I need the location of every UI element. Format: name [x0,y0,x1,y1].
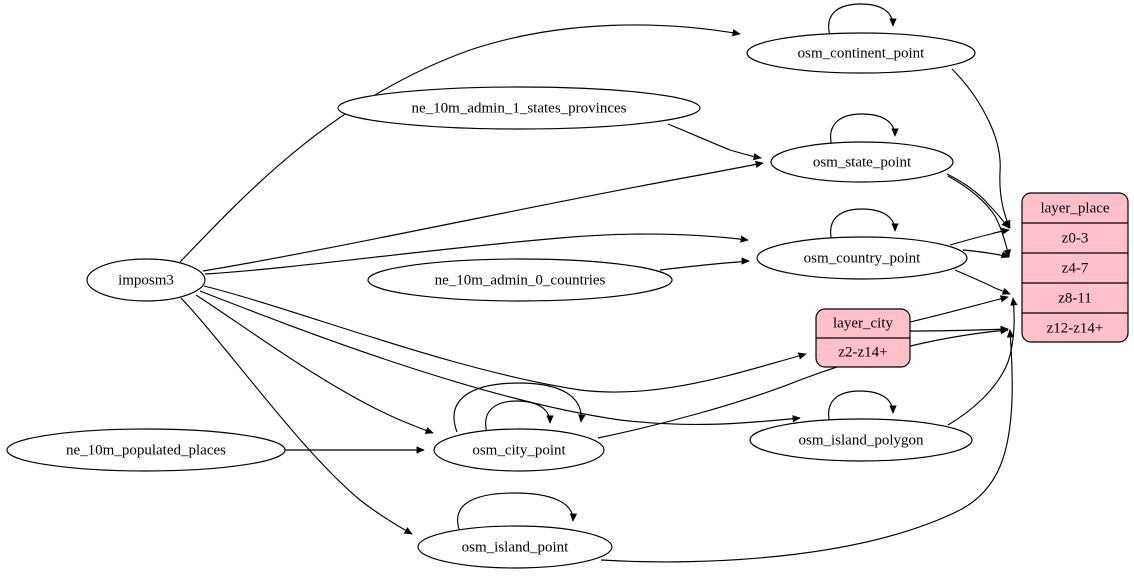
edge-osm-continent-point-to-layer-place-z0-3 [951,68,1011,229]
node-label-imposm3: imposm3 [118,272,174,288]
node-label-osm-country-point: osm_country_point [804,250,921,266]
edge-osm-island-point-to-layer-place-z12-z14 [600,329,1015,563]
edge-osm-city-point-self-loop-outer [453,382,586,433]
record-node-layer-place[interactable]: layer_place z0-3 z4-7 z8-11 z12-z14+ [1021,192,1129,343]
edge-osm-country-point-to-layer-place-z8-11 [954,269,1011,295]
node-osm-continent-point[interactable]: osm_continent_point [746,32,976,74]
record-node-layer-city[interactable]: layer_city z2-z14+ [815,308,911,368]
records-layer: layer_place z0-3 z4-7 z8-11 z12-z14+ lay… [815,192,1129,368]
edge-osm-island-point-self-loop [457,492,578,533]
node-label-ne-countries: ne_10m_admin_0_countries [435,272,606,288]
edge-osm-island-polygon-to-layer-place-z8-11 [947,297,1018,426]
edge-osm-country-point-self-loop [830,208,899,243]
node-osm-island-point[interactable]: osm_island_point [417,525,613,569]
node-ne-10m-admin-0-countries[interactable]: ne_10m_admin_0_countries [367,258,673,302]
node-label-ne-places: ne_10m_populated_places [66,442,226,458]
node-label-osm-city-point: osm_city_point [472,442,566,458]
edge-osm-city-point-to-layer-place-z12-z14 [597,327,1009,439]
node-ne-10m-populated-places[interactable]: ne_10m_populated_places [6,428,286,472]
record-title-layer-city: layer_city [833,315,893,331]
edge-ne-countries-to-osm-country-point [659,257,750,271]
node-osm-state-point[interactable]: osm_state_point [770,141,954,183]
edges-layer [179,3,1018,563]
edge-osm-state-point-to-layer-place-z0-3 [946,173,1010,229]
node-label-osm-island-polygon: osm_island_polygon [798,432,924,448]
edge-osm-state-point-to-layer-place-z4-7 [947,175,1011,258]
edge-imposm3-to-osm-island-point [180,297,413,535]
node-imposm3[interactable]: imposm3 [86,258,206,302]
node-label-ne-states: ne_10m_admin_1_states_provinces [412,100,627,116]
node-ne-10m-admin-1-states-provinces[interactable]: ne_10m_admin_1_states_provinces [337,86,701,130]
record-row-layer-place-3[interactable]: z12-z14+ [1047,320,1104,336]
edge-osm-continent-point-self-loop [828,3,897,37]
node-label-osm-state-point: osm_state_point [813,154,912,170]
edge-osm-city-point-self-loop-inner [485,400,554,434]
edge-ne-states-to-osm-state-point [667,123,762,161]
edge-imposm3-to-osm-country-point [204,233,749,275]
node-osm-country-point[interactable]: osm_country_point [756,236,968,280]
record-title-layer-place: layer_place [1040,200,1109,216]
node-label-osm-island-point: osm_island_point [462,539,570,555]
record-row-layer-city-0[interactable]: z2-z14+ [838,344,887,360]
edge-imposm3-to-osm-state-point [202,160,764,272]
node-label-osm-continent-point: osm_continent_point [798,45,925,61]
record-row-layer-place-0[interactable]: z0-3 [1062,230,1089,246]
edge-imposm3-to-osm-city-point [195,294,434,434]
edge-imposm3-to-layer-city [203,285,807,393]
edge-osm-island-polygon-self-loop [828,390,897,425]
edge-layer-city-to-layer-place-z8-11 [909,295,1009,323]
edge-imposm3-to-osm-island-polygon [199,290,801,426]
edge-osm-country-point-to-layer-place-z0-3 [949,227,1010,246]
node-osm-city-point[interactable]: osm_city_point [433,428,605,472]
record-row-layer-place-2[interactable]: z8-11 [1058,290,1092,306]
edge-osm-country-point-to-layer-place-z4-7 [962,249,1010,259]
edge-imposm3-to-osm-continent-point [179,24,741,263]
node-osm-island-polygon[interactable]: osm_island_polygon [749,418,973,462]
edge-layer-city-to-layer-place-z12-z14 [909,325,1009,333]
nodes-layer: imposm3 ne_10m_admin_1_states_provinces … [6,32,976,569]
edge-osm-state-point-self-loop [830,113,899,148]
record-row-layer-place-1[interactable]: z4-7 [1062,260,1089,276]
